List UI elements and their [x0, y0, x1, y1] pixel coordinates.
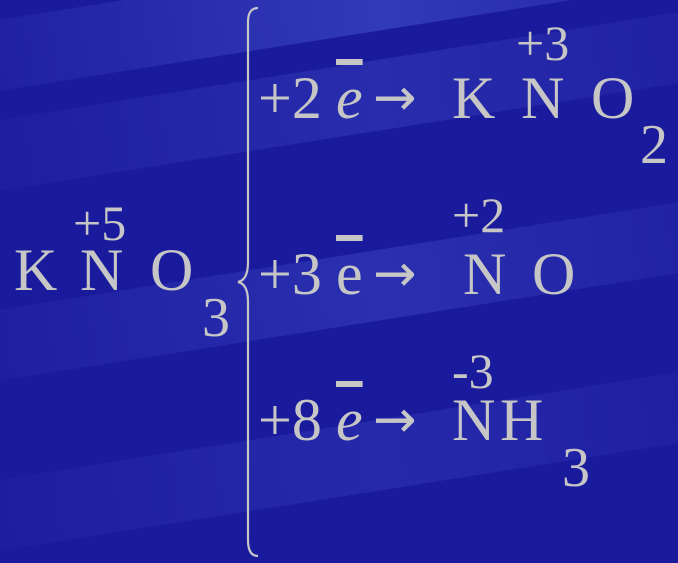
- reaction1-element-n: N: [521, 65, 565, 131]
- reaction3-subscript: 3: [562, 437, 590, 499]
- reaction3-oxidation-state: -3: [452, 343, 494, 399]
- reactant-element-k: K: [14, 237, 58, 303]
- reaction3-arrow: →: [373, 390, 417, 450]
- reaction1-oxidation-state: +3: [516, 15, 570, 71]
- reaction3-electron-count: +8: [258, 387, 322, 453]
- reaction1-electron-count: +2: [258, 65, 322, 131]
- reaction1-subscript: 2: [640, 114, 668, 176]
- curly-brace: [237, 6, 259, 558]
- reaction1-element-o: O: [591, 65, 635, 131]
- reaction3-element-n: N: [452, 387, 496, 453]
- reaction2-electron-count: +3: [258, 241, 322, 307]
- reactant-element-n: N: [80, 237, 124, 303]
- reaction3-element-h: H: [500, 387, 544, 453]
- reaction2-element-o: O: [532, 241, 576, 307]
- reaction2-arrow: →: [373, 244, 417, 304]
- reaction1-element-k: K: [452, 65, 496, 131]
- reaction3-electron-symbol: e: [336, 387, 363, 453]
- reactant-subscript: 3: [202, 287, 230, 349]
- reactant-element-o: O: [150, 237, 194, 303]
- reaction2-oxidation-state: +2: [452, 187, 506, 243]
- reaction2-electron-symbol: e: [336, 241, 363, 307]
- reactant-oxidation-state: +5: [73, 195, 127, 251]
- reaction2-element-n: N: [463, 241, 507, 307]
- reaction1-electron-symbol: e: [336, 65, 363, 131]
- reaction1-arrow: →: [373, 68, 417, 128]
